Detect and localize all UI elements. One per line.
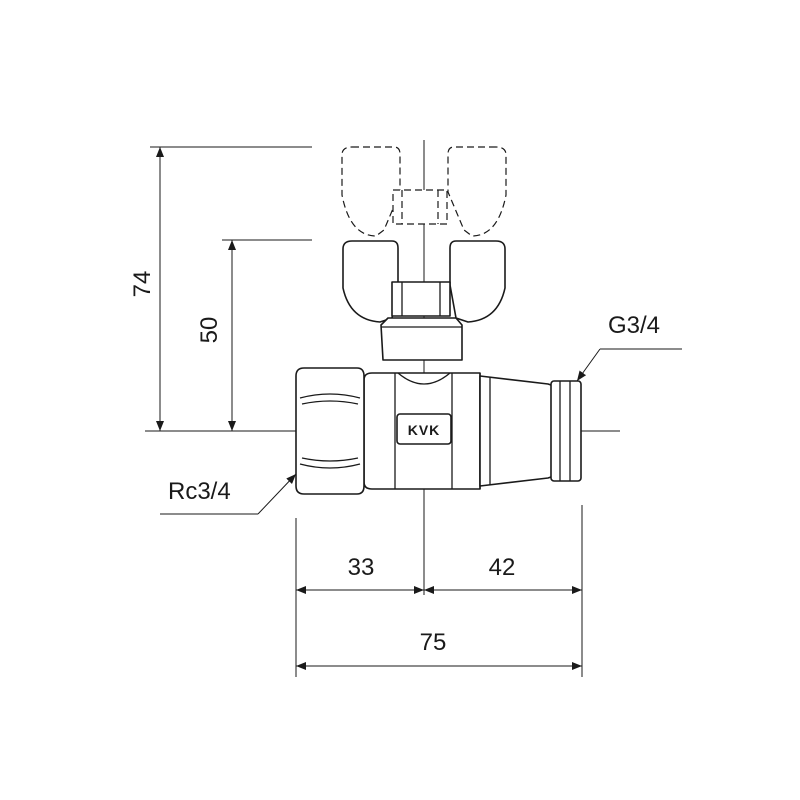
outlet-thread-label: G3/4 xyxy=(608,312,660,339)
leader-inlet-thread: Rc3/4 xyxy=(160,473,297,515)
dimension-total-height: 74 xyxy=(129,146,312,431)
handle-lever xyxy=(342,240,506,361)
dimension-body-height: 50 xyxy=(196,239,312,431)
outlet-fitting xyxy=(479,375,582,487)
inlet-thread-label: Rc3/4 xyxy=(168,478,231,505)
outlet-length-label: 42 xyxy=(489,554,516,581)
body-height-label: 50 xyxy=(196,317,223,344)
inlet-hex-nut xyxy=(295,367,365,495)
brand-plate: KVK xyxy=(396,413,452,445)
dimension-horizontal: 33 42 75 xyxy=(295,505,583,677)
total-height-label: 74 xyxy=(129,271,156,298)
handle-open-position xyxy=(341,146,507,237)
inlet-length-label: 33 xyxy=(348,554,375,581)
brand-label: KVK xyxy=(408,422,441,438)
leader-outlet-thread: G3/4 xyxy=(576,312,682,382)
overall-length-label: 75 xyxy=(420,629,447,656)
